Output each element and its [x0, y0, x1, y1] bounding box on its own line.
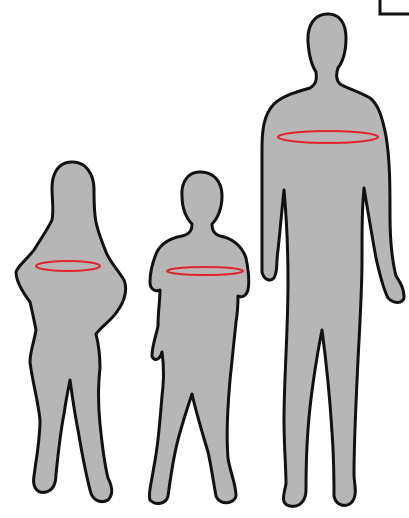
man-silhouette-icon: [262, 14, 404, 506]
boy-silhouette-icon: [149, 172, 248, 503]
girl-silhouette-icon: [16, 162, 126, 502]
corner-bracket-icon: [380, 0, 409, 14]
